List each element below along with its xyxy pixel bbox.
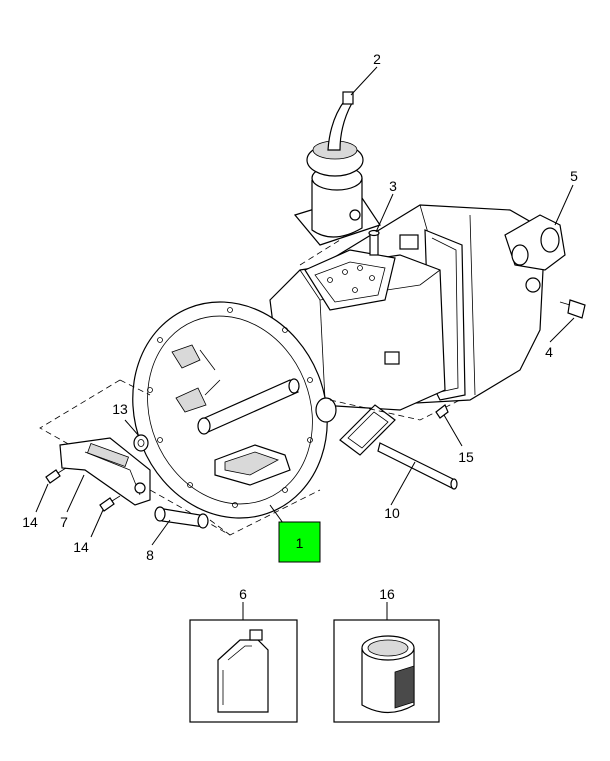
- callout-10-label[interactable]: 10: [384, 505, 400, 521]
- callout-1-label: 1: [296, 535, 304, 551]
- callout-16-label[interactable]: 16: [379, 586, 395, 602]
- part-8-dowel: [154, 506, 209, 529]
- callout-7-label[interactable]: 7: [60, 514, 68, 530]
- callout-2-label[interactable]: 2: [373, 51, 381, 67]
- callout-3-label[interactable]: 3: [389, 178, 397, 194]
- callout-6-label[interactable]: 6: [239, 586, 247, 602]
- part-7-bracket: [59, 437, 151, 506]
- part-6-box: [189, 619, 298, 723]
- part-13-washer: [133, 434, 149, 452]
- shift-tower: [293, 91, 381, 246]
- callout-13-label[interactable]: 13: [112, 401, 128, 417]
- callout-8-label[interactable]: 8: [146, 547, 154, 563]
- callout-14a-label[interactable]: 14: [22, 514, 38, 530]
- callout-4-label[interactable]: 4: [545, 344, 553, 360]
- callout-14b-label[interactable]: 14: [73, 539, 89, 555]
- part-14-bolts: [45, 467, 121, 512]
- transmission-assembly: [132, 204, 586, 519]
- callout-5-label[interactable]: 5: [570, 168, 578, 184]
- part-15-plug: [435, 404, 449, 419]
- part-10-rod: [377, 442, 458, 490]
- callout-15-label[interactable]: 15: [458, 449, 474, 465]
- callout-leaders: [35, 66, 575, 620]
- callout-1-highlight: [278, 521, 321, 563]
- part-16-box: [333, 619, 440, 723]
- callout-1[interactable]: 1: [278, 521, 321, 563]
